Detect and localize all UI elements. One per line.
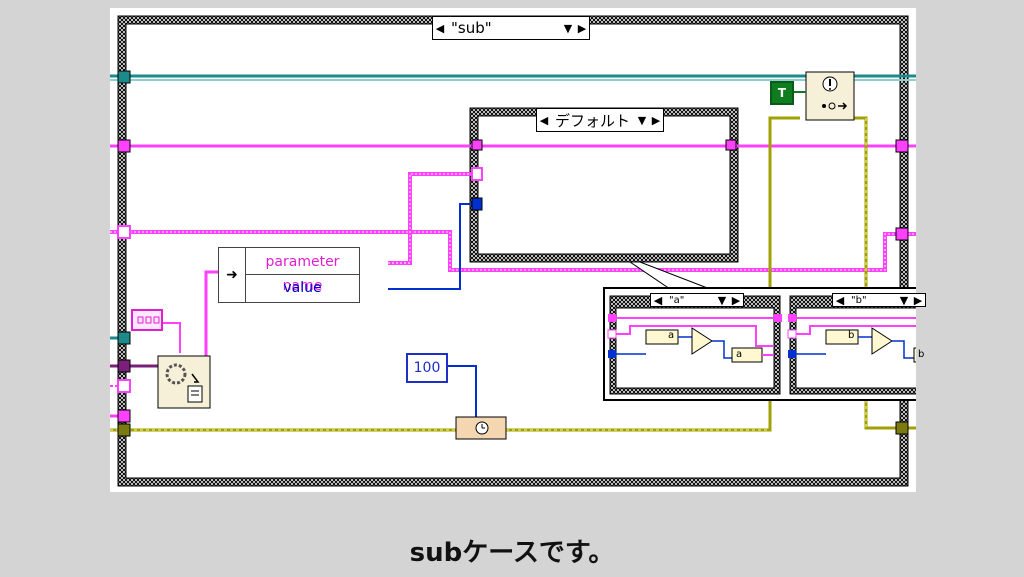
numeric-wire-wait[interactable] [444,365,477,428]
increment-arrow-icon[interactable]: ▶ [577,21,587,35]
boolean-true-constant[interactable]: T [770,81,794,105]
subcase-b-output-label: b [918,349,925,360]
subcase-b-selector-label: "b" [851,294,867,306]
variant-to-data-vi-icon[interactable] [157,355,211,409]
diagram-canvas: ◀ "sub" ▼ ▶ ◀ デフォルト ▼ ▶ ◀ "a" ▼ ▶ ◀ "b" … [110,8,926,492]
string-wire-param[interactable] [388,172,476,265]
dropdown-arrow-icon[interactable]: ▼ [563,21,573,35]
error-case-vi-icon[interactable] [805,71,855,121]
wait-ms-function[interactable] [455,416,507,440]
cluster-field-value[interactable]: value [283,280,322,296]
subcase-a-selector-label: "a" [669,294,685,306]
dropdown-arrow-icon[interactable]: ▼ [637,113,647,127]
outer-case-selector[interactable]: ◀ "sub" ▼ ▶ [432,16,590,40]
dropdown-arrow-icon[interactable]: ▼ [899,293,909,307]
inner-case-frame [469,107,739,263]
numeric-wire-value[interactable] [388,203,476,290]
subcase-a-output-label: a [736,349,743,360]
string-wire-mid[interactable] [110,230,916,272]
unbundle-arrow-icon: ➜ [219,248,246,302]
decrement-arrow-icon[interactable]: ◀ [835,293,845,307]
decrement-arrow-icon[interactable]: ◀ [435,21,445,35]
subcase-b-bundle-label: b [848,330,855,341]
cluster-field-parameter-name[interactable]: parameter name [246,250,359,294]
subcase-a-selector[interactable]: ◀ "a" ▼ ▶ [650,293,744,307]
inner-case-tunnels [471,139,737,211]
right-tunnels [895,139,909,435]
inner-case-selector[interactable]: ◀ デフォルト ▼ ▶ [536,108,664,132]
slide-caption: subケースです。 [409,538,615,568]
wait-ms-constant[interactable]: 100 [406,353,448,383]
subcase-a-frame [607,295,782,395]
unbundle-by-name-node[interactable]: ➜ parameter name value [218,247,360,303]
decrement-arrow-icon[interactable]: ◀ [539,113,549,127]
increment-arrow-icon[interactable]: ▶ [731,293,741,307]
inner-case-selector-label: デフォルト [555,111,631,130]
string-control-icon[interactable] [131,309,163,331]
left-tunnels [117,70,131,437]
subcase-b-selector[interactable]: ◀ "b" ▼ ▶ [832,293,926,307]
subcase-b-frame [787,295,916,395]
dropdown-arrow-icon[interactable]: ▼ [717,293,727,307]
subcase-a-bundle-label: a [668,330,675,341]
increment-arrow-icon[interactable]: ▶ [651,113,661,127]
outer-case-selector-label: "sub" [451,19,492,37]
refnum-wire[interactable] [110,74,916,81]
decrement-arrow-icon[interactable]: ◀ [653,293,663,307]
increment-arrow-icon[interactable]: ▶ [913,293,923,307]
